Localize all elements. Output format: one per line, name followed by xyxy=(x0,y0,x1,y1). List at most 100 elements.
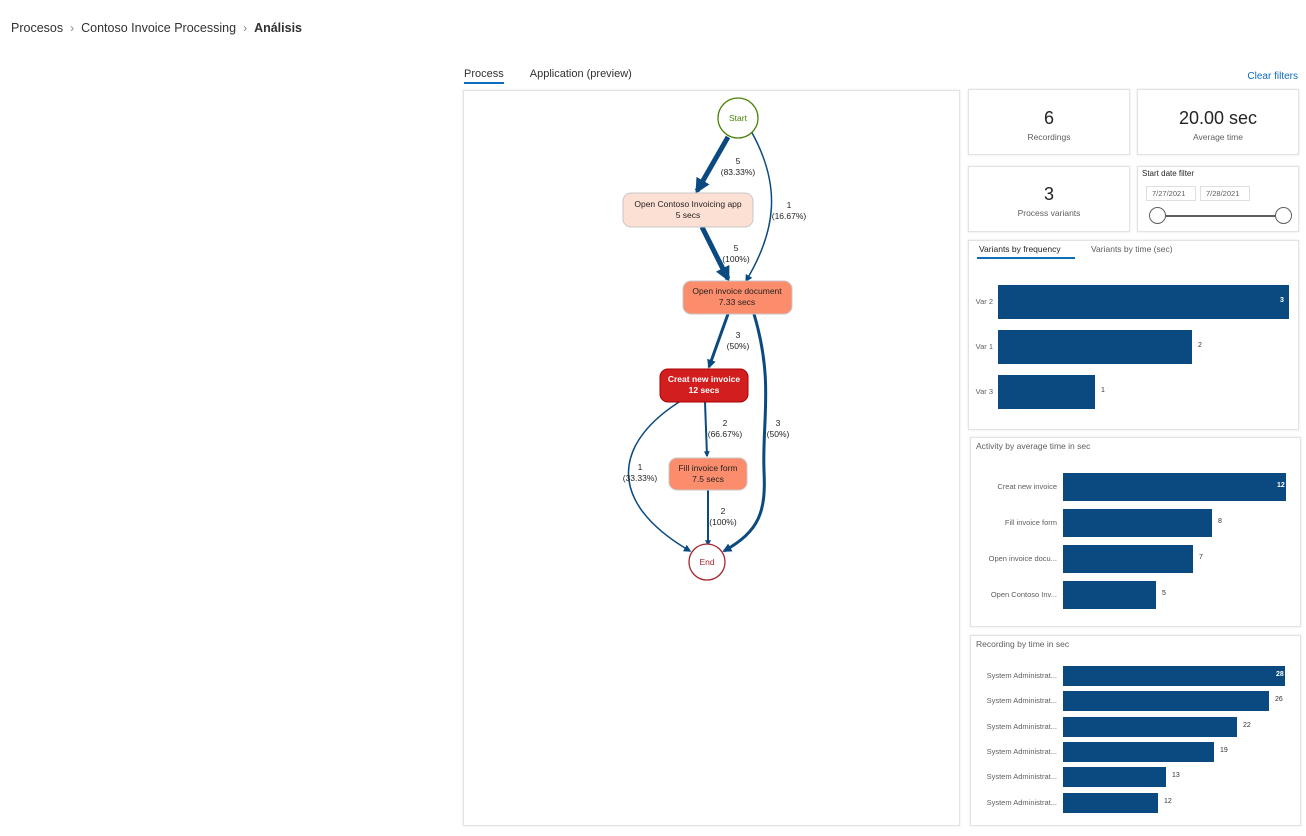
date-filter-title: Start date filter xyxy=(1142,169,1195,178)
edge-label-count: 2 xyxy=(723,418,728,428)
bar[interactable] xyxy=(998,330,1192,364)
edge-label-pct: (83.33%) xyxy=(721,167,756,177)
bar-value-label: 3 xyxy=(1280,297,1284,304)
tab-process[interactable]: Process xyxy=(464,68,504,84)
node-name: Open Contoso Invoicing app xyxy=(634,199,742,209)
bar[interactable] xyxy=(1063,741,1214,762)
bar-value-label: 28 xyxy=(1276,671,1284,678)
edge-label-pct: (33.33%) xyxy=(623,473,658,483)
node-end-label: End xyxy=(699,557,714,567)
edge-start-to-open-app[interactable] xyxy=(694,135,731,194)
process-variants-card: 3 Process variants xyxy=(968,166,1130,232)
bar-label: System Administrat... xyxy=(986,721,1057,731)
bar-label: Open invoice docu... xyxy=(988,554,1057,563)
bar-label: System Administrat... xyxy=(986,671,1057,680)
bar-value-label: 26 xyxy=(1275,696,1283,704)
edge-label-pct: (16.67%) xyxy=(772,211,807,221)
recordings-card: 6 Recordings xyxy=(968,89,1130,155)
tab-variants-by-frequency[interactable]: Variants by frequency xyxy=(977,244,1075,259)
node-open-app[interactable]: Open Contoso Invoicing app 5 secs xyxy=(622,192,754,228)
bar-value-label: 5 xyxy=(1162,590,1166,597)
view-tabs: Process Application (preview) xyxy=(464,68,658,84)
bar[interactable] xyxy=(1063,509,1212,537)
start-date-input[interactable]: 7/27/2021 xyxy=(1146,186,1196,201)
bar-label: Var 2 xyxy=(975,297,993,306)
bar-label: System Administrat... xyxy=(986,746,1057,756)
edge-start-to-open-doc[interactable] xyxy=(745,130,773,283)
node-start-label: Start xyxy=(729,113,748,123)
date-slider-start-handle[interactable] xyxy=(1149,207,1166,224)
edge-label-count: 3 xyxy=(776,418,781,428)
process-variants-value: 3 xyxy=(1043,184,1054,204)
bar-value-label: 7 xyxy=(1199,554,1203,561)
tab-application[interactable]: Application (preview) xyxy=(529,68,632,80)
edge-open-doc-to-end[interactable] xyxy=(722,313,768,553)
node-time: 7.33 secs xyxy=(719,297,755,307)
bar-label: Var 1 xyxy=(975,342,993,351)
node-time: 12 secs xyxy=(689,385,720,395)
chevron-right-icon: › xyxy=(243,21,248,35)
recording-chart-title: Recording by time in sec xyxy=(976,639,1070,649)
activity-chart-panel: Activity by average time in sec Creat ne… xyxy=(970,437,1301,627)
bar[interactable] xyxy=(998,375,1095,409)
node-time: 5 secs xyxy=(676,210,701,220)
bar-value-label: 19 xyxy=(1220,746,1228,754)
variants-tabs: Variants by frequency Variants by time (… xyxy=(977,244,1187,259)
breadcrumb-item-procesos[interactable]: Procesos xyxy=(11,21,64,35)
bar[interactable] xyxy=(1063,792,1158,813)
bar-label: Open Contoso Inv... xyxy=(990,590,1057,599)
edge-label-count: 1 xyxy=(787,200,792,210)
edge-open-app-to-open-doc[interactable] xyxy=(699,225,731,282)
bar-value-label: 2 xyxy=(1198,342,1202,349)
end-date-input[interactable]: 7/28/2021 xyxy=(1200,186,1250,201)
average-time-value: 20.00 sec xyxy=(1178,108,1258,128)
bar[interactable] xyxy=(998,285,1289,319)
bar-value-label: 1 xyxy=(1101,387,1105,394)
edge-label-count: 1 xyxy=(638,462,643,472)
start-date-filter: Start date filter 7/27/2021 7/28/2021 xyxy=(1137,166,1299,232)
edge-label-count: 5 xyxy=(736,156,741,166)
recordings-value: 6 xyxy=(1043,108,1054,128)
edge-label-pct: (100%) xyxy=(722,254,750,264)
node-end[interactable]: End xyxy=(688,543,726,581)
edge-label-pct: (100%) xyxy=(709,517,737,527)
average-time-label: Average time xyxy=(1193,132,1243,142)
process-variants-label: Process variants xyxy=(1017,208,1081,218)
node-fill-form[interactable]: Fill invoice form 7.5 secs xyxy=(668,457,748,491)
bar[interactable] xyxy=(1063,581,1156,609)
bar-label: System Administrat... xyxy=(986,772,1057,782)
edge-create-to-fill[interactable] xyxy=(703,401,710,458)
breadcrumb-item-process[interactable]: Contoso Invoice Processing xyxy=(81,21,237,35)
node-open-doc[interactable]: Open invoice document 7.33 secs xyxy=(682,280,793,315)
process-map-panel: 5 (83.33%) 1 (16.67%) 5 (100%) 3 (50%) 3… xyxy=(463,90,960,826)
date-slider-track[interactable] xyxy=(1157,215,1279,217)
bar[interactable] xyxy=(1063,666,1285,686)
edge-create-to-end[interactable] xyxy=(627,398,692,552)
recordings-label: Recordings xyxy=(1027,132,1071,142)
breadcrumb-current: Análisis xyxy=(254,21,302,35)
chevron-right-icon: › xyxy=(70,21,75,35)
bar[interactable] xyxy=(1063,691,1269,712)
bar[interactable] xyxy=(1063,767,1166,788)
node-create-invoice[interactable]: Creat new invoice 12 secs xyxy=(659,368,749,403)
bar[interactable] xyxy=(1063,473,1286,501)
bar[interactable] xyxy=(1063,716,1237,737)
variants-chart-panel: Variants by frequency Variants by time (… xyxy=(968,240,1299,430)
edge-label-count: 5 xyxy=(734,243,739,253)
bar-label: Var 3 xyxy=(975,387,993,396)
edge-open-doc-to-create[interactable] xyxy=(707,313,730,369)
date-slider-end-handle[interactable] xyxy=(1275,207,1292,224)
edge-label-pct: (66.67%) xyxy=(708,429,743,439)
average-time-card: 20.00 sec Average time xyxy=(1137,89,1299,155)
node-name: Creat new invoice xyxy=(668,374,741,384)
bar-value-label: 12 xyxy=(1277,482,1285,489)
bar-value-label: 22 xyxy=(1243,721,1251,729)
node-start[interactable]: Start xyxy=(717,97,759,139)
bar-value-label: 12 xyxy=(1164,797,1172,805)
node-name: Fill invoice form xyxy=(678,463,737,473)
clear-filters-link[interactable]: Clear filters xyxy=(1247,71,1298,82)
node-name: Open invoice document xyxy=(692,286,782,296)
tab-variants-by-time[interactable]: Variants by time (sec) xyxy=(1091,244,1173,254)
edge-label-pct: (50%) xyxy=(727,341,750,351)
bar[interactable] xyxy=(1063,545,1193,573)
